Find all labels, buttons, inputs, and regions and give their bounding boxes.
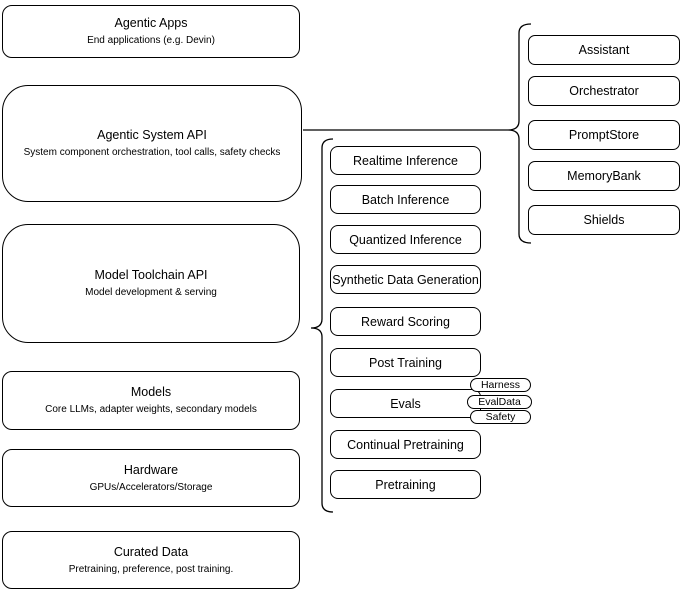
node-quantized-inference: Quantized Inference <box>330 225 481 254</box>
node-memorybank: MemoryBank <box>528 161 680 191</box>
tag-label: EvalData <box>478 396 521 408</box>
node-title: Agentic System API <box>97 128 207 142</box>
node-label: PromptStore <box>568 128 640 142</box>
node-title: Model Toolchain API <box>94 268 208 282</box>
tag-label: Harness <box>480 379 521 391</box>
tag-evaldata: EvalData <box>467 395 532 409</box>
node-subtitle: Core LLMs, adapter weights, secondary mo… <box>45 404 257 415</box>
node-label: Batch Inference <box>361 192 450 207</box>
node-assistant: Assistant <box>528 35 680 65</box>
node-subtitle: Pretraining, preference, post training. <box>68 563 234 575</box>
node-reward-scoring: Reward Scoring <box>330 307 481 336</box>
node-label: Shields <box>583 213 625 227</box>
node-title: Models <box>130 385 172 399</box>
node-subtitle: End applications (e.g. Devin) <box>87 35 215 46</box>
node-curated-data: Curated Data Pretraining, preference, po… <box>2 531 300 589</box>
node-label: Post Training <box>369 355 442 370</box>
node-orchestrator: Orchestrator <box>528 76 680 106</box>
node-models: Models Core LLMs, adapter weights, secon… <box>2 371 300 430</box>
node-synthetic-data-generation: Synthetic Data Generation <box>330 265 481 294</box>
node-subtitle: GPUs/Accelerators/Storage <box>89 481 213 493</box>
node-label: Assistant <box>578 43 630 57</box>
node-label: Quantized Inference <box>349 232 462 247</box>
node-label: Realtime Inference <box>353 153 458 168</box>
tag-harness: Harness <box>470 378 531 392</box>
system-components-brace <box>507 23 532 244</box>
node-label: Orchestrator <box>569 84 639 98</box>
node-model-toolchain-api: Model Toolchain API Model development & … <box>2 224 300 343</box>
node-title: Agentic Apps <box>114 16 188 30</box>
node-label: Evals <box>390 396 421 411</box>
node-title: Hardware <box>123 462 179 477</box>
node-pretraining: Pretraining <box>330 470 481 499</box>
node-continual-pretraining: Continual Pretraining <box>330 430 481 459</box>
node-label: MemoryBank <box>567 169 641 183</box>
tag-label: Safety <box>485 411 516 423</box>
node-hardware: Hardware GPUs/Accelerators/Storage <box>2 449 300 507</box>
node-shields: Shields <box>528 205 680 235</box>
node-agentic-system-api: Agentic System API System component orch… <box>2 85 302 202</box>
node-subtitle: System component orchestration, tool cal… <box>23 147 281 158</box>
node-subtitle: Model development & serving <box>85 287 217 298</box>
node-label: Pretraining <box>375 477 436 492</box>
node-title: Curated Data <box>113 544 189 559</box>
node-batch-inference: Batch Inference <box>330 185 481 214</box>
node-post-training: Post Training <box>330 348 481 377</box>
node-realtime-inference: Realtime Inference <box>330 146 481 175</box>
node-agentic-apps: Agentic Apps End applications (e.g. Devi… <box>2 5 300 58</box>
node-label: Reward Scoring <box>361 314 450 329</box>
toolchain-services-brace <box>310 138 334 513</box>
node-label: Synthetic Data Generation <box>332 272 479 287</box>
node-promptstore: PromptStore <box>528 120 680 150</box>
node-evals: Evals <box>330 389 481 418</box>
tag-safety: Safety <box>470 410 531 424</box>
node-label: Continual Pretraining <box>347 437 464 452</box>
